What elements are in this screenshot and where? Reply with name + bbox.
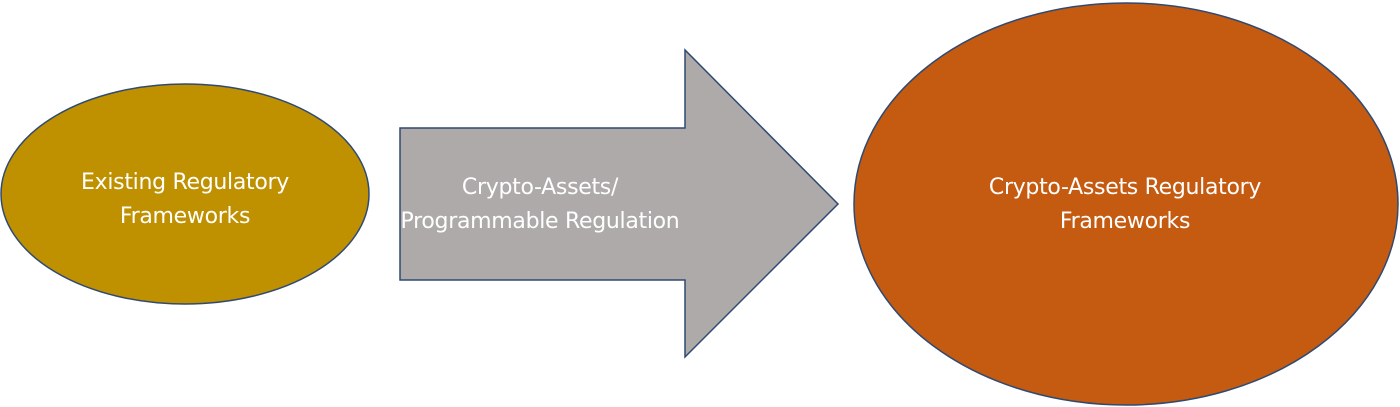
crypto-frameworks-line-1: Crypto-Assets Regulatory bbox=[988, 175, 1262, 200]
crypto-frameworks-line-2: Frameworks bbox=[1059, 209, 1191, 234]
transition-arrow-label: Crypto-Assets/ Programmable Regulation bbox=[400, 155, 680, 255]
existing-frameworks-line-1: Existing Regulatory bbox=[81, 170, 289, 195]
crypto-frameworks-label: Crypto-Assets Regulatory Frameworks bbox=[900, 155, 1350, 255]
existing-frameworks-ellipse bbox=[0, 83, 370, 305]
transition-arrow bbox=[399, 48, 840, 359]
transition-arrow-line-1: Crypto-Assets/ bbox=[461, 175, 619, 200]
existing-frameworks-line-2: Frameworks bbox=[119, 204, 251, 229]
crypto-frameworks-ellipse bbox=[853, 2, 1399, 406]
transition-arrow-line-2: Programmable Regulation bbox=[400, 209, 680, 234]
existing-frameworks-label: Existing Regulatory Frameworks bbox=[40, 150, 330, 250]
